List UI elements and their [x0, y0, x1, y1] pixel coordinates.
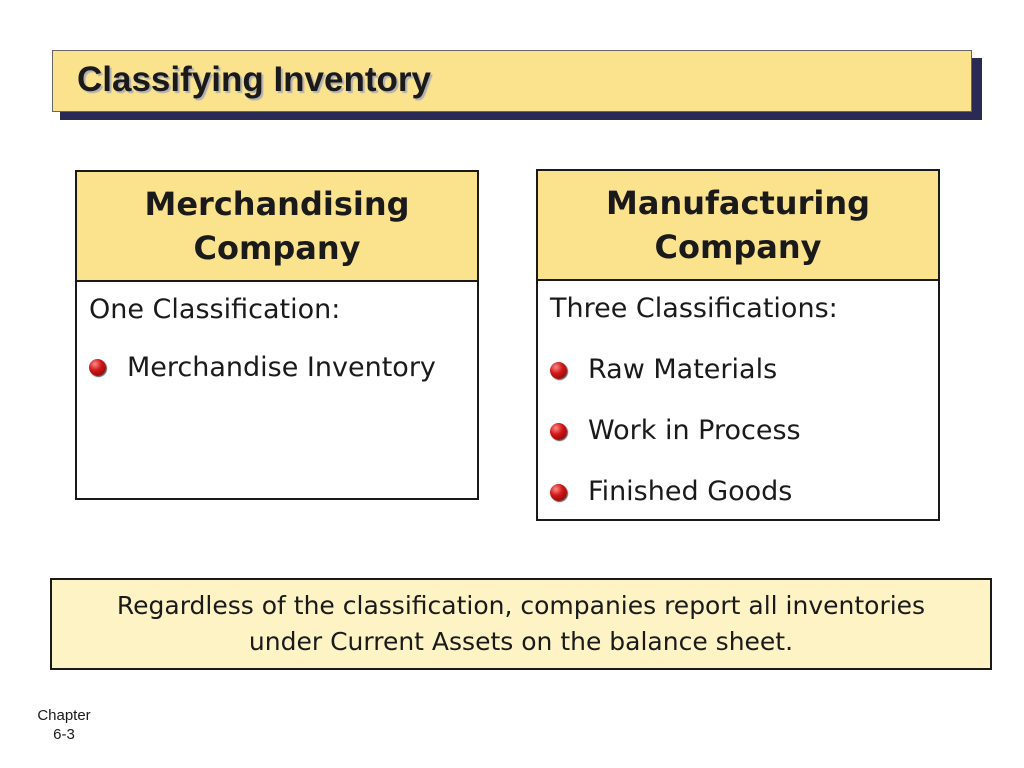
red-sphere-bullet-icon [550, 362, 567, 379]
slide-title: Classifying Inventory [77, 60, 431, 99]
list-item: Work in Process [550, 413, 938, 449]
merchandise-inventory-label: Merchandise Inventory [127, 352, 436, 383]
merchandising-company-header: Merchandising Company [77, 172, 477, 282]
red-sphere-bullet-icon [550, 484, 567, 501]
chapter-footer: Chapter 6-3 [28, 706, 100, 744]
manufacturing-company-body: Three Classifications: Raw Materials Wor… [538, 281, 938, 510]
merchandising-classification-label: One Classification: [89, 294, 341, 325]
merchandising-company-body: One Classification: Merchandise Inventor… [77, 282, 477, 388]
red-sphere-bullet-icon [89, 359, 106, 376]
finished-goods-label: Finished Goods [588, 476, 793, 507]
list-item: Merchandise Inventory [89, 348, 477, 388]
merchandising-company-box: Merchandising Company One Classification… [75, 170, 479, 500]
red-sphere-bullet-icon [550, 423, 567, 440]
manufacturing-classification-list: Raw Materials Work in Process Finished G… [550, 352, 938, 510]
list-item: Raw Materials [550, 352, 938, 388]
raw-materials-label: Raw Materials [588, 354, 778, 385]
summary-note-text: Regardless of the classification, compan… [116, 591, 926, 656]
title-banner: Classifying Inventory [52, 50, 972, 112]
merchandising-classification-list: Merchandise Inventory [89, 348, 477, 388]
work-in-process-label: Work in Process [588, 415, 801, 446]
page-number: 6-3 [53, 726, 75, 743]
manufacturing-company-header: Manufacturing Company [538, 171, 938, 281]
manufacturing-classification-label: Three Classifications: [550, 293, 838, 324]
list-item: Finished Goods [550, 474, 938, 510]
chapter-label: Chapter [37, 707, 91, 724]
manufacturing-company-box: Manufacturing Company Three Classificati… [536, 169, 940, 521]
merchandising-company-title: Merchandising Company [144, 185, 410, 267]
summary-note-box: Regardless of the classification, compan… [50, 578, 992, 670]
manufacturing-company-title: Manufacturing Company [606, 184, 870, 266]
